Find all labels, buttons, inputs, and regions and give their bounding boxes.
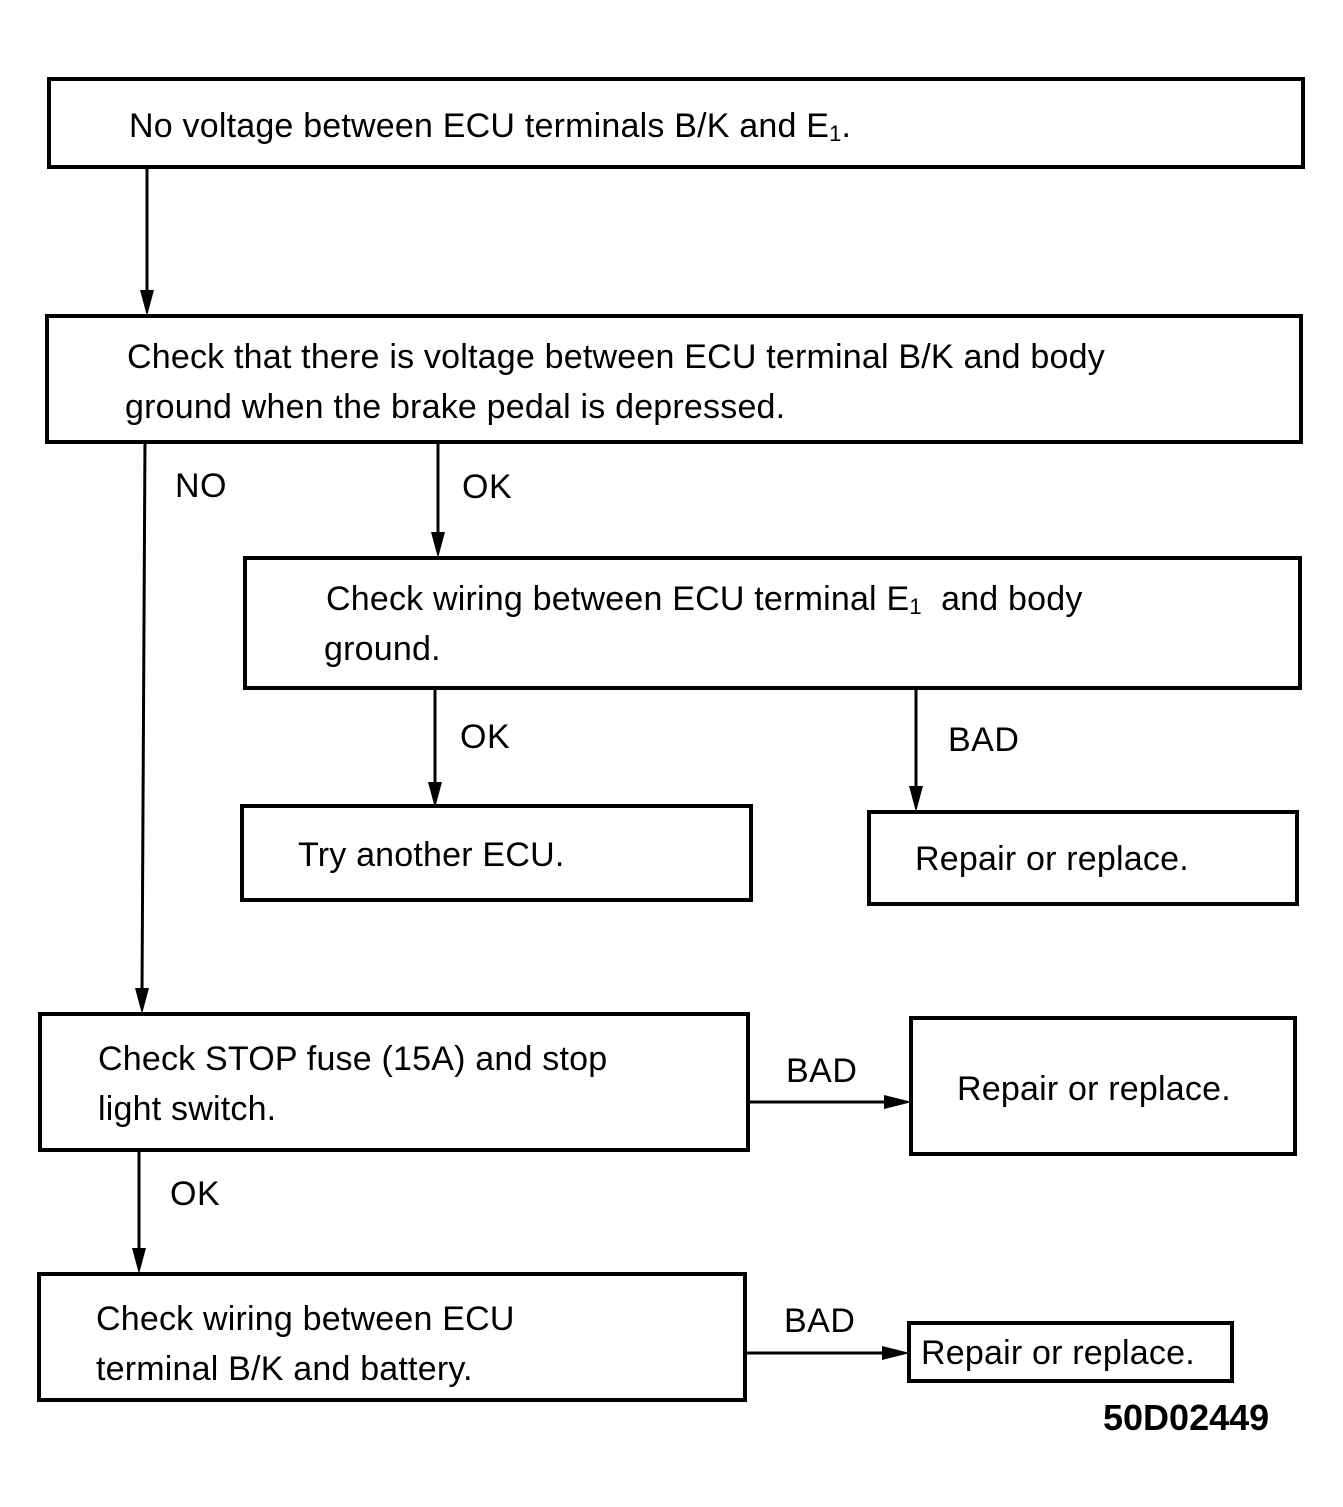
edge-label-no: NO (175, 467, 227, 505)
arrowhead-down (431, 532, 445, 558)
arrowhead-down (135, 988, 149, 1014)
arrowhead-right (884, 1095, 912, 1109)
arrow-no-to-check-fuse (140, 435, 147, 995)
check-e1-wiring-line1: Check wiring between ECU terminal E1 and… (326, 580, 1083, 619)
repair-or-replace-text-2: Repair or replace. (957, 1070, 1231, 1108)
check-bk-battery-box: Check wiring between ECU terminal B/K an… (37, 1272, 747, 1402)
check-stop-fuse-box: Check STOP fuse (15A) and stop light swi… (38, 1012, 750, 1152)
figure-code: 50D02449 (1103, 1397, 1270, 1438)
check-stop-fuse-line2: light switch. (98, 1090, 277, 1128)
start-box: No voltage between ECU terminals B/K and… (47, 77, 1305, 169)
try-another-ecu-box: Try another ECU. (240, 804, 753, 902)
try-another-ecu-text: Try another ECU. (298, 836, 565, 874)
repair-or-replace-box-2: Repair or replace. (909, 1016, 1297, 1156)
check-bk-voltage-line2: ground when the brake pedal is depressed… (125, 388, 786, 426)
arrowhead-right (882, 1346, 910, 1360)
edge-label-bad-3: BAD (784, 1302, 856, 1340)
repair-or-replace-box-1: Repair or replace. (867, 810, 1299, 906)
edge-label-ok-2: OK (460, 718, 511, 756)
check-e1-wiring-box: Check wiring between ECU terminal E1 and… (243, 556, 1302, 690)
edge-label-ok-1: OK (462, 468, 513, 506)
check-bk-voltage-box: Check that there is voltage between ECU … (45, 314, 1303, 444)
arrowhead-down (909, 786, 923, 812)
edge-label-ok-3: OK (170, 1175, 221, 1213)
arrowhead-down (428, 782, 442, 808)
check-e1-wiring-line2: ground. (324, 630, 441, 668)
check-stop-fuse-line1: Check STOP fuse (15A) and stop (98, 1040, 608, 1078)
check-bk-battery-line2: terminal B/K and battery. (96, 1350, 473, 1388)
arrowhead-down (140, 290, 154, 316)
start-text: No voltage between ECU terminals B/K and… (129, 107, 852, 146)
arrowhead-down (132, 1248, 146, 1274)
repair-or-replace-box-3: Repair or replace. (907, 1321, 1234, 1383)
repair-or-replace-text-3: Repair or replace. (921, 1334, 1195, 1372)
check-bk-voltage-line1: Check that there is voltage between ECU … (127, 338, 1105, 376)
edge-label-bad-1: BAD (948, 721, 1020, 759)
repair-or-replace-text-1: Repair or replace. (915, 840, 1189, 878)
check-bk-battery-line1: Check wiring between ECU (96, 1300, 515, 1338)
edge-label-bad-2: BAD (786, 1052, 858, 1090)
